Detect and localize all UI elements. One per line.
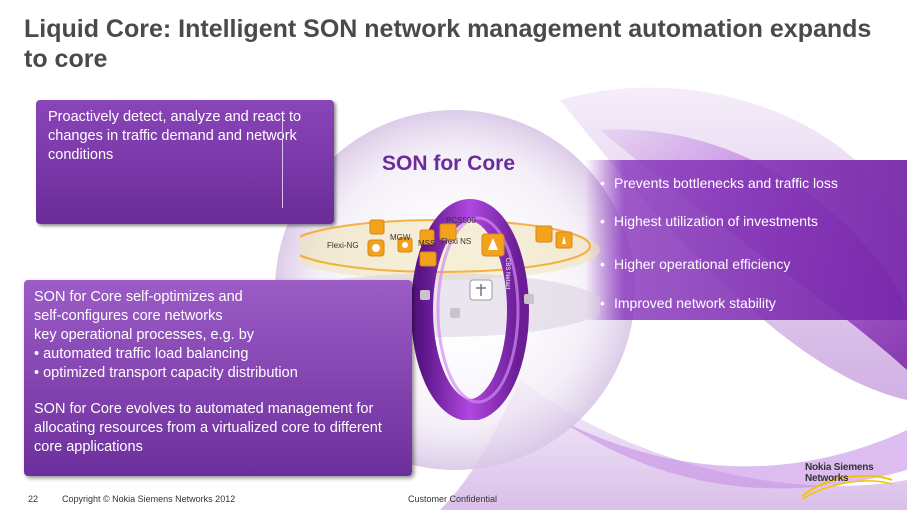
page-title: Liquid Core: Intelligent SON network man… [24,14,884,74]
para1-line-2: self-configures core networks [34,307,334,326]
para1-line-5: • optimized transport capacity distribut… [34,364,334,383]
para1-line-3: key operational processes, e.g. by [34,326,334,345]
confidential-text: Customer Confidential [408,494,497,504]
logo-text-line2: Networks [805,473,848,484]
bullet-2: •Highest utilization of investments [600,213,818,229]
label-mss: MSS [418,239,435,248]
para1-line-1: SON for Core self-optimizes and [34,288,334,307]
panel-divider [282,120,283,208]
copyright-text: Copyright © Nokia Siemens Networks 2012 [62,494,235,504]
bottom-info-panel: SON for Core self-optimizes and self-con… [24,280,412,476]
label-mgw: MGW [390,233,410,242]
bullet-2-text: Highest utilization of investments [614,213,818,229]
son-core-title: SON for Core [382,152,515,176]
bullet-1-text: Prevents bottlenecks and traffic loss [614,175,838,191]
bullet-3-text: Higher operational efficiency [614,256,790,272]
logo-text-line1: Nokia Siemens [805,462,874,473]
bullet-4-text: Improved network stability [614,295,776,311]
top-panel-text: Proactively detect, analyze and react to… [48,108,318,165]
page-number: 22 [28,494,38,504]
bullet-4: •Improved network stability [600,295,776,311]
bottom-panel-para2: SON for Core evolves to automated manage… [34,400,394,457]
label-cbs-netact: CBS Netact [504,258,510,289]
top-info-panel: Proactively detect, analyze and react to… [36,100,334,224]
para1-line-4: • automated traffic load balancing [34,345,334,364]
bullet-3: •Higher operational efficiency [600,256,790,272]
bottom-panel-para1: SON for Core self-optimizes and self-con… [34,288,334,383]
label-pcs500: PCS500 [446,216,476,225]
label-flexi-ns: Flexi NS [441,237,471,246]
label-flexi-ng: Flexi-NG [327,241,359,250]
bullet-1: •Prevents bottlenecks and traffic loss [600,175,838,191]
